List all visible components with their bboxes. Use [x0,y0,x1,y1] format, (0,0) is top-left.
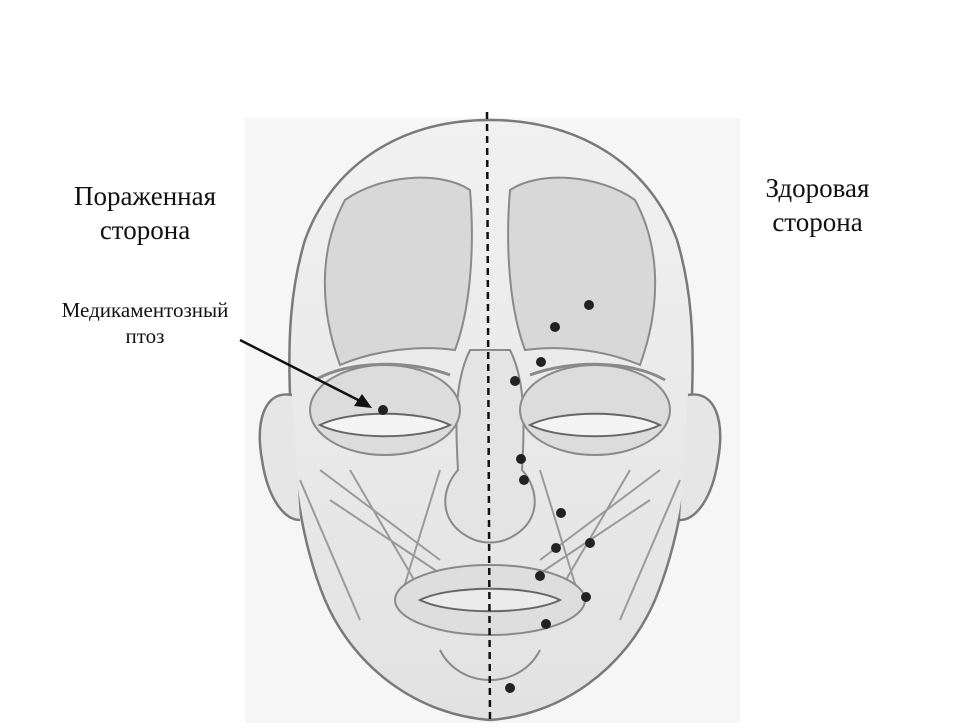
injection-point [556,508,566,518]
ptosis-label: Медикаментозный птоз [20,297,270,350]
affected-side-label-line1: Пораженная [40,180,250,214]
injection-point [541,619,551,629]
injection-point [505,683,515,693]
affected-side-label: Пораженная сторона [40,180,250,248]
ptosis-label-line1: Медикаментозный [20,297,270,323]
frontalis-right [508,178,655,365]
right-orbit [520,365,670,455]
injection-point-affected [378,405,388,415]
injection-point [584,300,594,310]
injection-point [581,592,591,602]
healthy-side-label-line1: Здоровая [735,172,900,206]
injection-point [516,454,526,464]
injection-point [536,357,546,367]
affected-side-label-line2: сторона [40,214,250,248]
ptosis-label-line2: птоз [20,323,270,349]
injection-point [551,543,561,553]
healthy-side-label-line2: сторона [735,206,900,240]
frontalis-left [325,178,472,365]
injection-point [535,571,545,581]
injection-point [510,376,520,386]
injection-point [585,538,595,548]
healthy-side-label: Здоровая сторона [735,172,900,240]
injection-point [519,475,529,485]
injection-point [550,322,560,332]
